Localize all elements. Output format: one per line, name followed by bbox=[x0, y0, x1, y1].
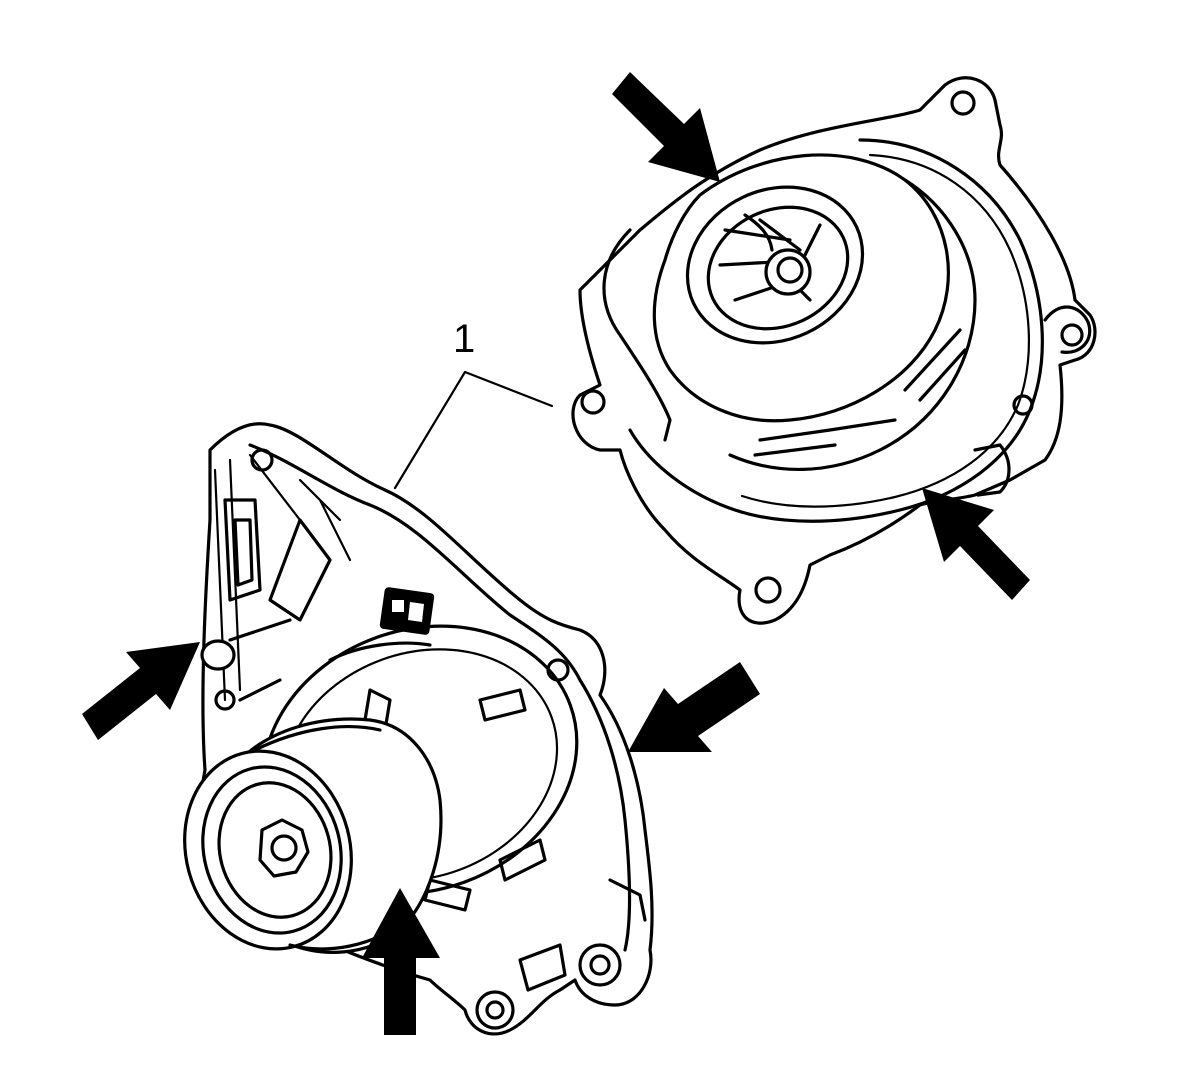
callout-label: 1 bbox=[453, 317, 475, 361]
lower-bolt-hole-4-bore bbox=[589, 954, 611, 976]
lower-pump-illustration bbox=[183, 422, 654, 1036]
upper-pump-shroud-edge bbox=[728, 178, 977, 472]
upper-impeller-hub-bore bbox=[776, 256, 804, 284]
arrow-right-lower bbox=[922, 488, 1030, 600]
lower-left-boss bbox=[200, 639, 236, 671]
casting-mark bbox=[379, 587, 435, 635]
upper-pump-vane-slots bbox=[753, 328, 967, 457]
upper-pump-shroud-side bbox=[602, 228, 672, 442]
pulley-hub-bolt-center bbox=[270, 834, 298, 862]
upper-bolt-hole-2 bbox=[1060, 323, 1084, 347]
upper-bolt-hole-5 bbox=[754, 576, 782, 604]
arrow-left bbox=[82, 642, 200, 740]
lower-pump-ribs bbox=[223, 498, 332, 702]
pulley-hub-bolt bbox=[258, 818, 310, 878]
upper-pump-tab-2 bbox=[1043, 305, 1092, 354]
lower-pump-flange-inner-2 bbox=[213, 453, 352, 702]
arrow-bottom bbox=[362, 888, 440, 1035]
lower-bolt-hole-3 bbox=[214, 689, 236, 711]
callout-leader-lines bbox=[393, 370, 554, 490]
lower-bolt-hole-5 bbox=[475, 990, 515, 1030]
upper-bolt-hole-4 bbox=[580, 389, 606, 415]
upper-pump-illustration bbox=[571, 76, 1097, 625]
lower-bolt-hole-1 bbox=[250, 448, 274, 472]
upper-pump-tab bbox=[973, 443, 1011, 497]
pulley-face-ring-2 bbox=[217, 781, 333, 919]
upper-bolt-hole-1 bbox=[950, 90, 976, 116]
arrow-right-middle bbox=[628, 662, 760, 752]
upper-pump-flange-ring-inner bbox=[740, 153, 1030, 508]
casting-mark-detail bbox=[392, 600, 424, 622]
lower-pump-tab bbox=[518, 878, 647, 992]
callout-group: 1 bbox=[393, 317, 554, 490]
upper-impeller-vanes bbox=[718, 213, 822, 302]
lower-bolt-hole-4 bbox=[578, 943, 622, 987]
upper-bolt-hole-3 bbox=[1012, 394, 1034, 416]
arrows bbox=[82, 72, 1030, 1035]
upper-pump-flange-ring bbox=[628, 138, 1044, 523]
upper-impeller-eye-inner bbox=[706, 205, 850, 331]
arrow-top bbox=[612, 72, 720, 182]
pulley-face-ring bbox=[201, 765, 343, 935]
lower-bolt-hole-5-bore bbox=[485, 1000, 505, 1020]
lower-pump-flange-inner bbox=[248, 443, 632, 952]
